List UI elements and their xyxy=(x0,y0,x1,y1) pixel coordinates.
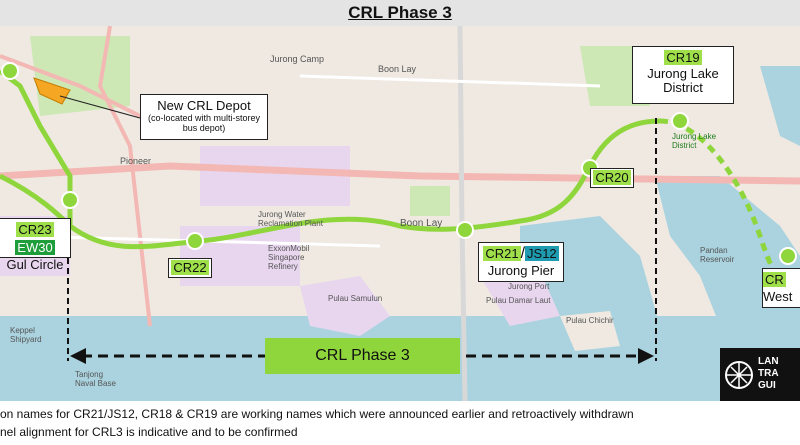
title-bar: CRL Phase 3 xyxy=(0,0,800,26)
depot-label: New CRL Depot (co-located with multi-sto… xyxy=(140,94,268,140)
island-pulau-chichir xyxy=(560,311,620,351)
page-title: CRL Phase 3 xyxy=(348,3,452,22)
island-jurong-port xyxy=(480,271,560,326)
map-label-pulau-chichir: Pulau Chichir xyxy=(566,316,614,325)
station-code-js12: JS12 xyxy=(525,246,559,261)
station-marker-cr21[interactable] xyxy=(456,221,474,239)
ayer-rajah-expressway xyxy=(0,54,161,128)
station-marker-north[interactable] xyxy=(1,62,19,80)
station-label-west[interactable]: CR West xyxy=(762,268,800,308)
note-line-1: on names for CR21/JS12, CR18 & CR19 are … xyxy=(0,407,634,421)
phase-arrow-left xyxy=(70,348,86,364)
depot-title: New CRL Depot xyxy=(157,98,251,113)
map-label-jurong-port: Jurong Port xyxy=(508,282,550,291)
road-north xyxy=(299,74,601,88)
map-label-keppel-shipyard: Keppel Shipyard xyxy=(10,326,42,344)
station-marker-cr22[interactable] xyxy=(186,232,204,250)
station-code-cr20: CR20 xyxy=(593,170,631,185)
industrial-zone xyxy=(200,146,350,206)
compass-icon xyxy=(725,361,753,389)
station-marker-cr19[interactable] xyxy=(671,112,689,130)
map-label-pandan-reservoir: Pandan Reservoir xyxy=(700,246,735,264)
pie-expressway xyxy=(0,162,800,185)
map-label-jurong-lake-district: Jurong Lake District xyxy=(672,132,717,150)
phase-arrow-right xyxy=(638,348,654,364)
crl-future-extension xyxy=(659,118,793,303)
logo-text-line3: GUI xyxy=(758,380,776,391)
logo-text-line1: LAN xyxy=(758,356,779,367)
map-label-jurong-camp: Jurong Camp xyxy=(270,54,325,64)
map-area[interactable]: Jurong Camp Boon Lay Pioneer Boon Lay Ju… xyxy=(0,26,800,401)
station-label-cr23[interactable]: CR23EW30 Gul Circle xyxy=(0,218,71,272)
station-code-cr22: CR22 xyxy=(171,260,209,275)
map-label-boon-lay-north: Boon Lay xyxy=(378,64,417,74)
station-name-gul-circle: Gul Circle xyxy=(6,257,64,272)
depot-site xyxy=(33,77,71,105)
land-transport-guru-logo: LAN TRA GUI xyxy=(720,348,800,401)
map-label-pulau-samulun: Pulau Samulun xyxy=(328,294,383,303)
map-label-boon-lay: Boon Lay xyxy=(400,218,443,229)
depot-leader-line xyxy=(59,95,141,119)
map-label-water-plant: Jurong Water Reclamation Plant xyxy=(258,210,323,228)
station-code-ew30: EW30 xyxy=(15,240,55,255)
road-vertical-west xyxy=(97,26,152,327)
station-code-cr23: CR23 xyxy=(16,222,54,237)
station-code-west: CR xyxy=(763,272,786,287)
note-line-2: nel alignment for CRL3 is indicative and… xyxy=(0,425,298,439)
map-svg xyxy=(0,26,800,401)
map-label-tanjong-naval-base: Tanjong Naval Base xyxy=(75,370,116,388)
island-pulau-samulun xyxy=(300,276,390,336)
station-label-cr20[interactable]: CR20 xyxy=(590,168,634,188)
green-area xyxy=(410,186,450,216)
station-label-cr22[interactable]: CR22 xyxy=(168,258,212,278)
lake-water xyxy=(760,66,800,146)
map-label-pulau-damar-laut: Pulau Damar Laut xyxy=(486,296,551,305)
station-marker-cr23[interactable] xyxy=(61,191,79,209)
map-label-pioneer: Pioneer xyxy=(120,156,152,166)
map-label-refinery: ExxonMobil Singapore Refinery xyxy=(268,244,310,271)
depot-subtitle: (co-located with multi-storey bus depot) xyxy=(147,113,261,133)
phase-label: CRL Phase 3 xyxy=(265,338,460,374)
station-label-cr21[interactable]: CR21/JS12 Jurong Pier xyxy=(478,242,564,282)
station-name-jurong-pier: Jurong Pier xyxy=(487,263,555,278)
logo-text-line2: TRA xyxy=(758,368,779,379)
notes-area: on names for CR21/JS12, CR18 & CR19 are … xyxy=(0,401,800,445)
station-code-cr21: CR21 xyxy=(483,246,521,261)
station-code-cr19: CR19 xyxy=(664,50,702,65)
station-name-jurong-lake-district: Jurong Lake District xyxy=(647,66,719,95)
station-label-cr19[interactable]: CR19 Jurong Lake District xyxy=(632,46,734,104)
station-name-west: West xyxy=(763,289,793,304)
station-marker-west[interactable] xyxy=(779,247,797,265)
